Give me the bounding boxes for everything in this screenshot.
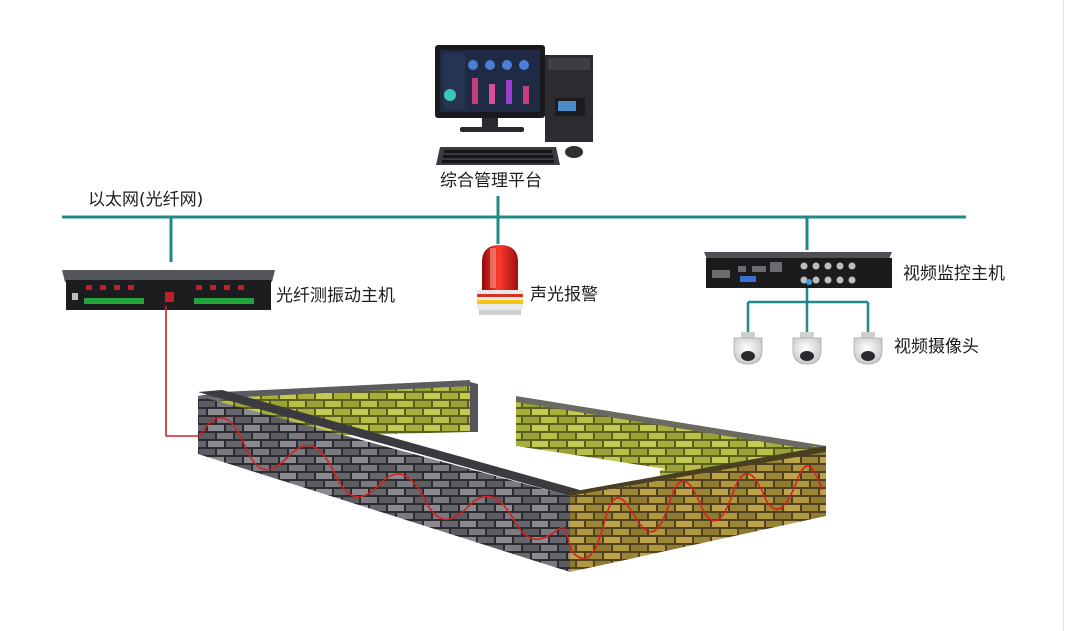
fiber-wave-brown [571,465,823,560]
alarm-label: 声光报警 [530,285,598,305]
camera-icon-2 [792,332,822,365]
ethernet-label: 以太网(光纤网) [88,190,204,210]
perimeter-wall [198,380,826,572]
siren-icon [477,245,523,315]
fiber-wave-grey [199,416,573,553]
fiber-host-label: 光纤测振动主机 [276,286,395,306]
camera-icon-1 [733,332,763,365]
platform-label: 综合管理平台 [440,171,542,191]
cameras-label: 视频摄像头 [894,337,979,357]
right-edge-border [1063,0,1076,631]
computer-icon [435,45,593,165]
fiber-lead [165,306,200,437]
camera-icon-3 [853,332,883,365]
fiber-cable [165,306,823,560]
network-lines [62,196,966,332]
wall-front-grey [198,396,570,572]
fiber-host-icon [62,270,275,310]
video-host-label: 视频监控主机 [903,264,1005,284]
wall-front-brown [570,452,826,572]
camera-links [746,287,870,332]
video-host-icon [704,252,892,288]
